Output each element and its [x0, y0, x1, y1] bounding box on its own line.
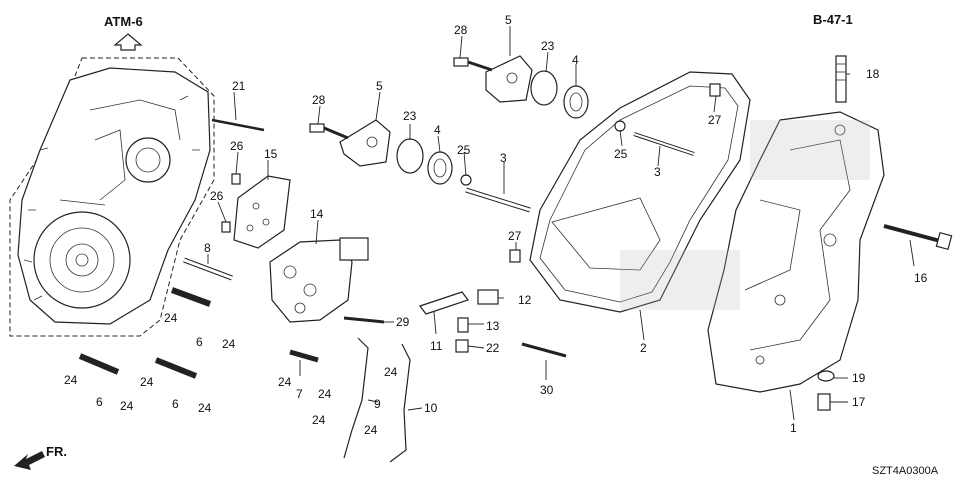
- callout-2[interactable]: 2: [640, 341, 647, 355]
- shaft-7: [289, 349, 319, 363]
- callout-28-upper[interactable]: 28: [454, 23, 468, 37]
- callout-24-i[interactable]: 24: [312, 413, 326, 427]
- bolt-17: [817, 393, 831, 411]
- callout-29[interactable]: 29: [396, 315, 410, 329]
- callout-22[interactable]: 22: [486, 341, 500, 355]
- clip-12: [477, 289, 499, 305]
- shaft-6-top: [170, 287, 212, 307]
- callout-1[interactable]: 1: [790, 421, 797, 435]
- callout-labels: 1 2 3 3 4 4 5 5 6 6 6 7 8 9 10 11 12 13 …: [64, 13, 928, 437]
- callout-24-g[interactable]: 24: [278, 375, 292, 389]
- pin-8: [183, 257, 233, 281]
- callout-24-c[interactable]: 24: [64, 373, 78, 387]
- separator-plate-15: [233, 175, 291, 249]
- diagram-code: SZT4A0300A: [872, 465, 939, 477]
- pipe-3-upper: [633, 132, 695, 156]
- bolt-18: [835, 55, 847, 103]
- callout-7[interactable]: 7: [296, 387, 303, 401]
- transmission-housing-left: [17, 67, 211, 325]
- dowel-26-b: [221, 221, 231, 233]
- cover-plate-5-upper: [485, 55, 533, 103]
- oil-pipe-10: [389, 343, 411, 463]
- pin-21: [211, 118, 265, 132]
- callout-26-a[interactable]: 26: [230, 139, 244, 153]
- up-arrow-icon: [113, 33, 143, 51]
- callout-17[interactable]: 17: [852, 395, 866, 409]
- callout-24-b[interactable]: 24: [222, 337, 236, 351]
- callout-24-e[interactable]: 24: [120, 399, 134, 413]
- callout-5-lower[interactable]: 5: [376, 79, 383, 93]
- pipe-3-lower: [465, 187, 531, 213]
- o-ring-23-upper: [530, 70, 558, 106]
- washer-25-b: [460, 174, 472, 186]
- callout-23-lower[interactable]: 23: [403, 109, 417, 123]
- callout-18[interactable]: 18: [866, 67, 880, 81]
- atm6-dashed-outline: [9, 57, 215, 337]
- oil-pipe-9: [343, 337, 369, 459]
- ref-atm6[interactable]: ATM-6: [104, 14, 143, 29]
- o-ring-23-lower: [396, 138, 424, 174]
- callout-23-upper[interactable]: 23: [541, 39, 555, 53]
- callout-4-upper[interactable]: 4: [572, 53, 579, 67]
- bracket-11: [419, 291, 469, 315]
- callout-30[interactable]: 30: [540, 383, 554, 397]
- washer-25-a: [614, 120, 626, 132]
- callout-13[interactable]: 13: [486, 319, 500, 333]
- callout-14[interactable]: 14: [310, 207, 324, 221]
- callout-24-k[interactable]: 24: [384, 365, 398, 379]
- pin-13: [457, 317, 469, 333]
- callout-26-b[interactable]: 26: [210, 189, 224, 203]
- front-label: FR.: [46, 444, 67, 459]
- transmission-case: [707, 111, 885, 393]
- callout-6-right[interactable]: 6: [172, 397, 179, 411]
- seal-4-upper: [563, 85, 589, 119]
- callout-16[interactable]: 16: [914, 271, 928, 285]
- cover-plate-5-lower: [339, 119, 391, 167]
- dowel-26-a: [231, 173, 241, 185]
- callout-24-f[interactable]: 24: [198, 401, 212, 415]
- seal-4-lower: [427, 151, 453, 185]
- callout-15[interactable]: 15: [264, 147, 278, 161]
- callout-12[interactable]: 12: [518, 293, 532, 307]
- clip-22: [455, 339, 469, 353]
- callout-24-j[interactable]: 24: [364, 423, 378, 437]
- bolt-28-upper: [453, 57, 493, 72]
- callout-27-b[interactable]: 27: [508, 229, 522, 243]
- shaft-6-left: [78, 353, 120, 375]
- ref-b47-1[interactable]: B-47-1: [813, 12, 853, 27]
- case-gasket: [529, 71, 751, 313]
- callout-6-top[interactable]: 6: [196, 335, 203, 349]
- callout-3-upper[interactable]: 3: [654, 165, 661, 179]
- callout-27-a[interactable]: 27: [708, 113, 722, 127]
- washer-19: [817, 370, 835, 382]
- dowel-27-a: [709, 83, 721, 97]
- leader-lines: [207, 26, 915, 421]
- callout-4-lower[interactable]: 4: [434, 123, 441, 137]
- dowel-27-b: [509, 249, 521, 263]
- callout-25-a[interactable]: 25: [614, 147, 628, 161]
- callout-3-lower[interactable]: 3: [500, 151, 507, 165]
- callout-25-b[interactable]: 25: [457, 143, 471, 157]
- callout-19[interactable]: 19: [852, 371, 866, 385]
- valve-body-14: [269, 237, 369, 323]
- bolt-16: [883, 224, 953, 251]
- shaft-6-right: [154, 357, 198, 379]
- callout-6-left[interactable]: 6: [96, 395, 103, 409]
- callout-11[interactable]: 11: [430, 339, 443, 353]
- callout-24-d[interactable]: 24: [140, 375, 154, 389]
- bolt-30: [521, 342, 567, 358]
- callout-24-h[interactable]: 24: [318, 387, 332, 401]
- callout-10[interactable]: 10: [424, 401, 438, 415]
- bolt-28-lower: [309, 123, 349, 140]
- callout-21[interactable]: 21: [232, 79, 246, 93]
- callout-9[interactable]: 9: [374, 397, 381, 411]
- callout-24-a[interactable]: 24: [164, 311, 178, 325]
- callout-28-lower[interactable]: 28: [312, 93, 326, 107]
- bolt-29: [343, 316, 385, 324]
- shading-pattern: [620, 120, 870, 310]
- front-arrow-icon: [14, 451, 45, 470]
- callout-8[interactable]: 8: [204, 241, 211, 255]
- callout-5-upper[interactable]: 5: [505, 13, 512, 27]
